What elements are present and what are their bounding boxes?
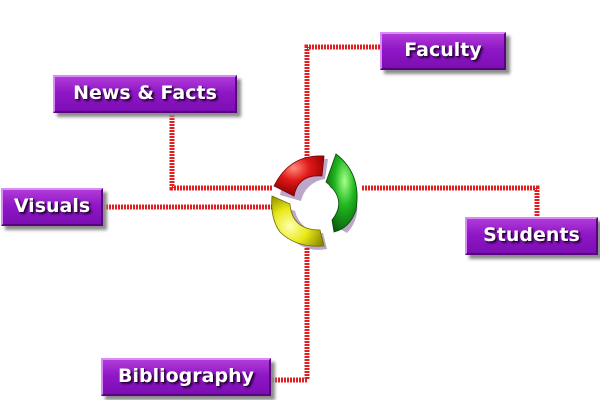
visuals-button[interactable]: Visuals [1,188,103,226]
tricolor-ring-logo-icon [271,153,358,250]
students-label: Students [483,224,580,246]
connector-faculty [304,44,380,158]
connector-students [362,185,540,217]
bibliography-label: Bibliography [118,365,254,387]
news-facts-button[interactable]: News & Facts [53,75,237,113]
connector-news [169,115,272,191]
connector-bibliography [271,248,310,383]
students-button[interactable]: Students [465,217,598,255]
bibliography-button[interactable]: Bibliography [101,358,271,396]
visuals-label: Visuals [13,195,91,217]
faculty-label: Faculty [404,39,482,61]
news-facts-label: News & Facts [73,82,217,104]
faculty-button[interactable]: Faculty [380,32,506,70]
